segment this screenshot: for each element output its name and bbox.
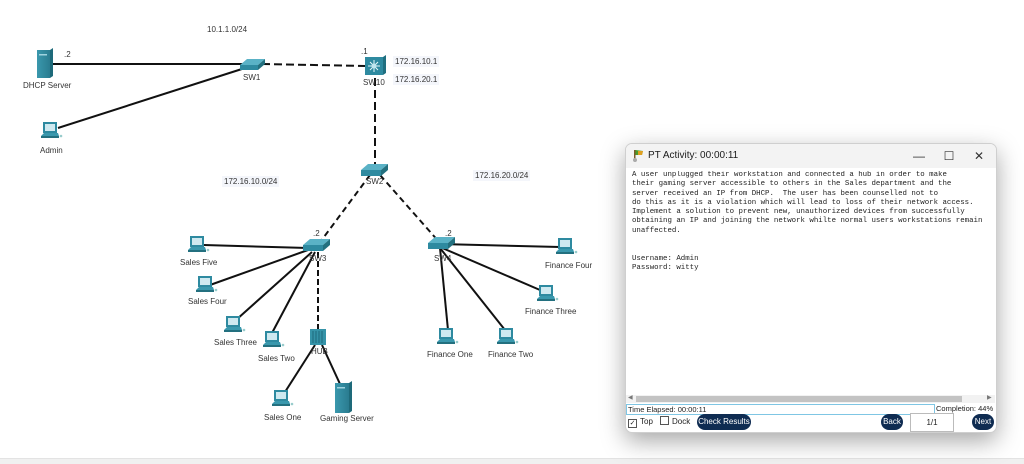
- device-label-finance-four: Finance Four: [545, 261, 593, 270]
- page-indicator[interactable]: 1/1: [910, 413, 954, 432]
- port-label-sw10: .1: [361, 47, 368, 56]
- sw10-ip-label-1: 172.16.10.1: [393, 56, 440, 67]
- link-sw4-fin2: [439, 247, 506, 331]
- scroll-right-icon[interactable]: ▶: [987, 395, 992, 401]
- instructions-text: A user unplugged their workstation and c…: [632, 171, 983, 272]
- link-sw2-sw3: [317, 174, 371, 246]
- device-label-gaming-server: Gaming Server: [320, 414, 374, 423]
- device-label-sw3: SW3: [309, 254, 327, 263]
- device-label-dhcp-server: DHCP Server: [23, 81, 72, 90]
- port-label-dhcp: .2: [64, 50, 71, 59]
- link-sales2-sw3: [271, 251, 316, 334]
- back-button[interactable]: Back: [881, 414, 903, 430]
- link-admin-sw1: [57, 67, 246, 129]
- device-label-finance-three: Finance Three: [525, 307, 577, 316]
- window-titlebar[interactable]: PT Activity: 00:00:11 — ☐ ✕: [626, 144, 996, 168]
- hub-device[interactable]: [310, 329, 326, 345]
- network-label-172-20: 172.16.20.0/24: [473, 170, 531, 181]
- dock-checkbox[interactable]: Dock: [660, 416, 690, 428]
- dock-checkbox-label: Dock: [672, 417, 691, 426]
- next-button[interactable]: Next: [972, 414, 994, 430]
- server-dhcp[interactable]: [37, 48, 53, 78]
- port-label-sw4: .2: [445, 229, 452, 238]
- workspace-bottom-bar: [0, 458, 1024, 464]
- link-sales1-hub: [284, 344, 316, 393]
- time-elapsed-field: Time Elapsed: 00:00:11: [626, 404, 935, 415]
- link-sw4-fin3: [439, 246, 541, 291]
- pc-sales-one[interactable]: [272, 390, 294, 406]
- link-sales4-sw3: [209, 249, 309, 286]
- pc-finance-four[interactable]: [556, 238, 578, 254]
- top-checkbox[interactable]: ✓Top: [628, 416, 653, 428]
- pc-sales-two[interactable]: [263, 331, 285, 347]
- switch-sw3[interactable]: [303, 239, 330, 251]
- switch-sw1[interactable]: [240, 59, 265, 70]
- close-button[interactable]: ✕: [973, 149, 985, 163]
- sw10-ip-label-2: 172.16.20.1: [393, 74, 440, 85]
- scroll-left-icon[interactable]: ◀: [628, 395, 633, 401]
- pc-finance-three[interactable]: [537, 285, 559, 301]
- device-label-sw2: SW2: [366, 177, 384, 186]
- link-sales3-sw3: [235, 251, 313, 321]
- device-label-sw10: SW10: [363, 78, 385, 87]
- device-label-hub: HUB: [311, 347, 328, 356]
- link-sw4-fin1: [439, 247, 449, 331]
- pc-sales-five[interactable]: [188, 236, 210, 252]
- device-label-sales-two: Sales Two: [258, 354, 295, 363]
- switch-sw4[interactable]: [428, 237, 455, 249]
- top-checkbox-box[interactable]: ✓: [628, 419, 637, 428]
- device-label-sales-one: Sales One: [264, 413, 302, 422]
- top-checkbox-label: Top: [640, 417, 653, 426]
- link-sw2-sw4: [379, 174, 441, 244]
- switch-sw2[interactable]: [361, 164, 388, 176]
- pc-admin[interactable]: [41, 122, 63, 138]
- device-label-sw1: SW1: [243, 73, 261, 82]
- pt-activity-icon: [633, 150, 643, 162]
- pt-activity-window: PT Activity: 00:00:11 — ☐ ✕ A user unplu…: [625, 143, 997, 433]
- completion-label: Completion: 44%: [936, 404, 994, 413]
- pc-finance-one[interactable]: [437, 328, 459, 344]
- horizontal-scrollbar[interactable]: ◀ ▶: [626, 395, 995, 403]
- device-label-finance-one: Finance One: [427, 350, 473, 359]
- device-label-sales-four: Sales Four: [188, 297, 227, 306]
- device-label-finance-two: Finance Two: [488, 350, 534, 359]
- device-label-sales-five: Sales Five: [180, 258, 218, 267]
- maximize-button[interactable]: ☐: [943, 149, 955, 163]
- link-sales5-sw3: [203, 244, 309, 249]
- link-gaming-hub: [321, 344, 341, 385]
- device-label-sw4: SW4: [434, 254, 452, 263]
- network-label-172-10: 172.16.10.0/24: [222, 176, 280, 187]
- network-label-10: 10.1.1.0/24: [207, 25, 248, 34]
- server-gaming[interactable]: [335, 381, 352, 413]
- minimize-button[interactable]: —: [913, 149, 925, 163]
- multilayer-switch-sw10[interactable]: [365, 55, 386, 75]
- scrollbar-thumb[interactable]: [636, 396, 962, 402]
- pc-sales-three[interactable]: [224, 316, 246, 332]
- pc-sales-four[interactable]: [196, 276, 218, 292]
- dock-checkbox-box[interactable]: [660, 416, 669, 425]
- check-results-button[interactable]: Check Results: [697, 414, 751, 430]
- device-label-sales-three: Sales Three: [214, 338, 257, 347]
- port-label-sw3: .2: [313, 229, 320, 238]
- window-title: PT Activity: 00:00:11: [648, 150, 739, 161]
- link-sw1-sw10: [261, 63, 367, 67]
- device-label-admin: Admin: [40, 146, 63, 155]
- link-sw4-fin4: [439, 243, 561, 248]
- pc-finance-two[interactable]: [497, 328, 519, 344]
